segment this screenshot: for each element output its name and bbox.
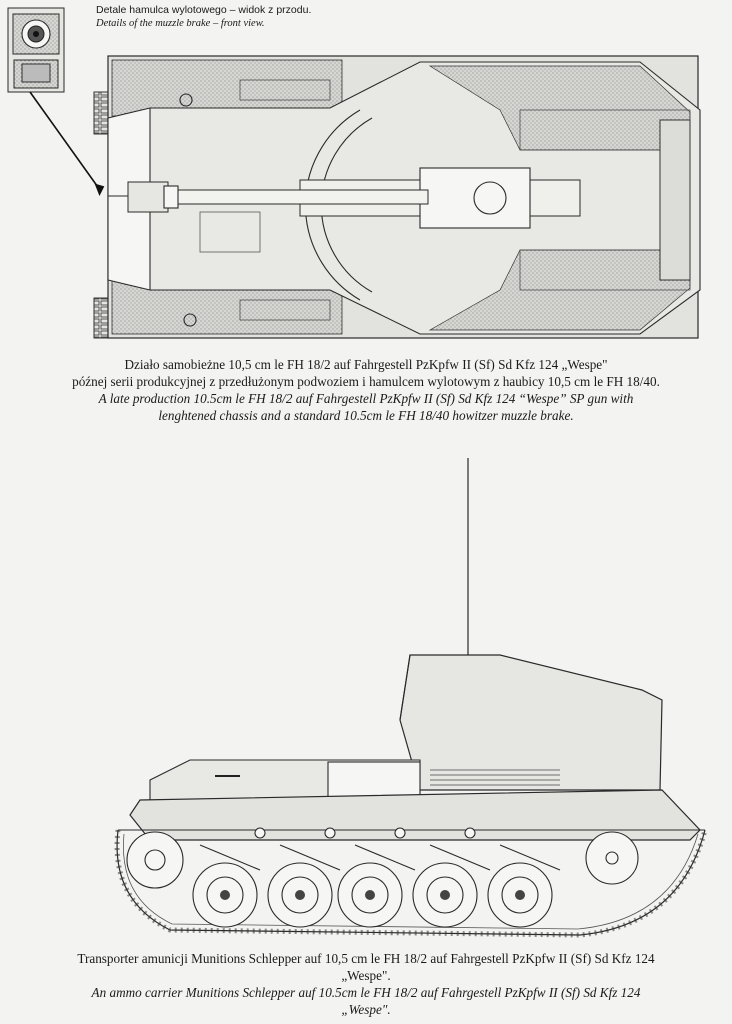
top-view-vehicle	[93, 55, 701, 339]
top-caption-pl-2: późnej serii produkcyjnej z przedłużonym…	[72, 374, 660, 389]
side-caption-pl-1: Transporter amunicji Munitions Schlepper…	[77, 951, 655, 966]
top-view-caption: Działo samobieżne 10,5 cm le FH 18/2 auf…	[0, 356, 732, 424]
muzzle-brake-inset	[7, 7, 105, 196]
top-caption-en-2: lenghtened chassis and a standard 10.5cm…	[158, 408, 574, 423]
inset-caption-en: Details of the muzzle brake – front view…	[96, 18, 265, 29]
side-view-caption: Transporter amunicji Munitions Schlepper…	[0, 950, 732, 1018]
side-caption-en-1: An ammo carrier Munitions Schlepper auf …	[91, 985, 641, 1000]
top-caption-en-1: A late production 10.5cm le FH 18/2 auf …	[98, 391, 634, 406]
side-caption-en-2: „Wespe".	[341, 1002, 391, 1017]
inset-caption: Detale hamulca wylotowego – widok z przo…	[96, 3, 396, 31]
top-caption-pl-1: Działo samobieżne 10,5 cm le FH 18/2 auf…	[124, 357, 608, 372]
road-wheels	[192, 862, 553, 928]
inset-caption-pl: Detale hamulca wylotowego – widok z przo…	[96, 4, 312, 16]
side-view-vehicle	[114, 458, 708, 938]
side-caption-pl-2: „Wespe".	[341, 968, 391, 983]
